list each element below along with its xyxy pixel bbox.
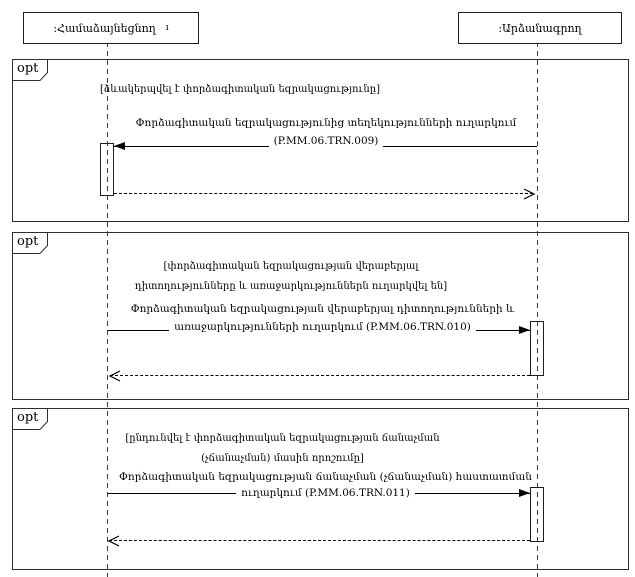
activation-registrar-2 (530, 321, 544, 376)
opt-fragment-1-tab (12, 59, 48, 81)
filled-arrowhead-left-icon (114, 142, 125, 150)
guard-2: [փորձագիտական եզրակացության վերաբերյալ դ… (95, 257, 487, 297)
guard-3-line1: [ընդունվել է փորձագիտական եզրակացության … (125, 433, 440, 444)
opt-operator-2: opt (17, 234, 39, 249)
activation-coordinator-1 (100, 143, 114, 196)
guard-2-line1: [փորձագիտական եզրակացության վերաբերյալ (163, 261, 419, 272)
actor-label-coordinator: :Համաձայնեցնող (53, 21, 156, 35)
opt-tab-shape (12, 232, 48, 254)
guard-2-line2: դիտողությունները և առաջարկություններն ու… (134, 281, 448, 292)
return-2-line (110, 375, 530, 376)
message-3-label-line1: Փորձագիտական եզրակացության ճանաչման (չճա… (119, 471, 532, 483)
open-arrowhead-right-icon (523, 188, 536, 200)
open-arrowhead-left-icon (108, 370, 121, 382)
filled-arrowhead-right-icon (519, 489, 530, 497)
guard-1: [ձևակերպվել է փորձագիտական եզրակացությու… (100, 84, 380, 95)
message-2-label-line1: Փորձագիտական եզրակացության վերաբերյալ դի… (130, 303, 515, 315)
opt-fragment-2-tab (12, 232, 48, 254)
message-3-label-line2: ուղարկում (P.MM.06.TRN.011) (108, 486, 543, 500)
lifeline-coordinator (107, 42, 108, 577)
opt-fragment-3-tab (12, 408, 48, 430)
message-2-label-line2: առաջարկությունների ուղարկում (P.MM.06.TR… (110, 320, 535, 334)
actor-box-coordinator: :Համաձայնեցնող ı (23, 12, 199, 44)
stray-mark: ı (165, 23, 169, 33)
message-1-label-line1: Փորձագիտական եզրակացությունից տեղեկությո… (135, 117, 517, 129)
actor-box-registrar: :Արձանագրող (458, 12, 622, 44)
opt-fragment-1 (12, 59, 629, 222)
filled-arrowhead-right-icon (519, 326, 530, 334)
lifeline-registrar (537, 42, 538, 577)
open-arrowhead-left-icon (107, 535, 120, 547)
actor-label-registrar: :Արձանագրող (498, 21, 582, 35)
guard-3: [ընդունվել է փորձագիտական եզրակացության … (95, 429, 470, 469)
guard-3-line2: (չճանաչման) մասին որոշումը] (201, 453, 364, 464)
opt-operator-3: opt (17, 410, 39, 425)
return-1-line (114, 193, 533, 194)
activation-registrar-3 (530, 487, 544, 542)
opt-fragment-2 (12, 232, 629, 400)
return-3-line (109, 540, 530, 541)
message-1-label-line2: (P.MM.06.TRN.009) (115, 134, 537, 148)
opt-fragment-3 (12, 408, 629, 570)
opt-tab-shape (12, 408, 48, 430)
opt-tab-shape (12, 59, 48, 81)
opt-operator-1: opt (17, 61, 39, 76)
